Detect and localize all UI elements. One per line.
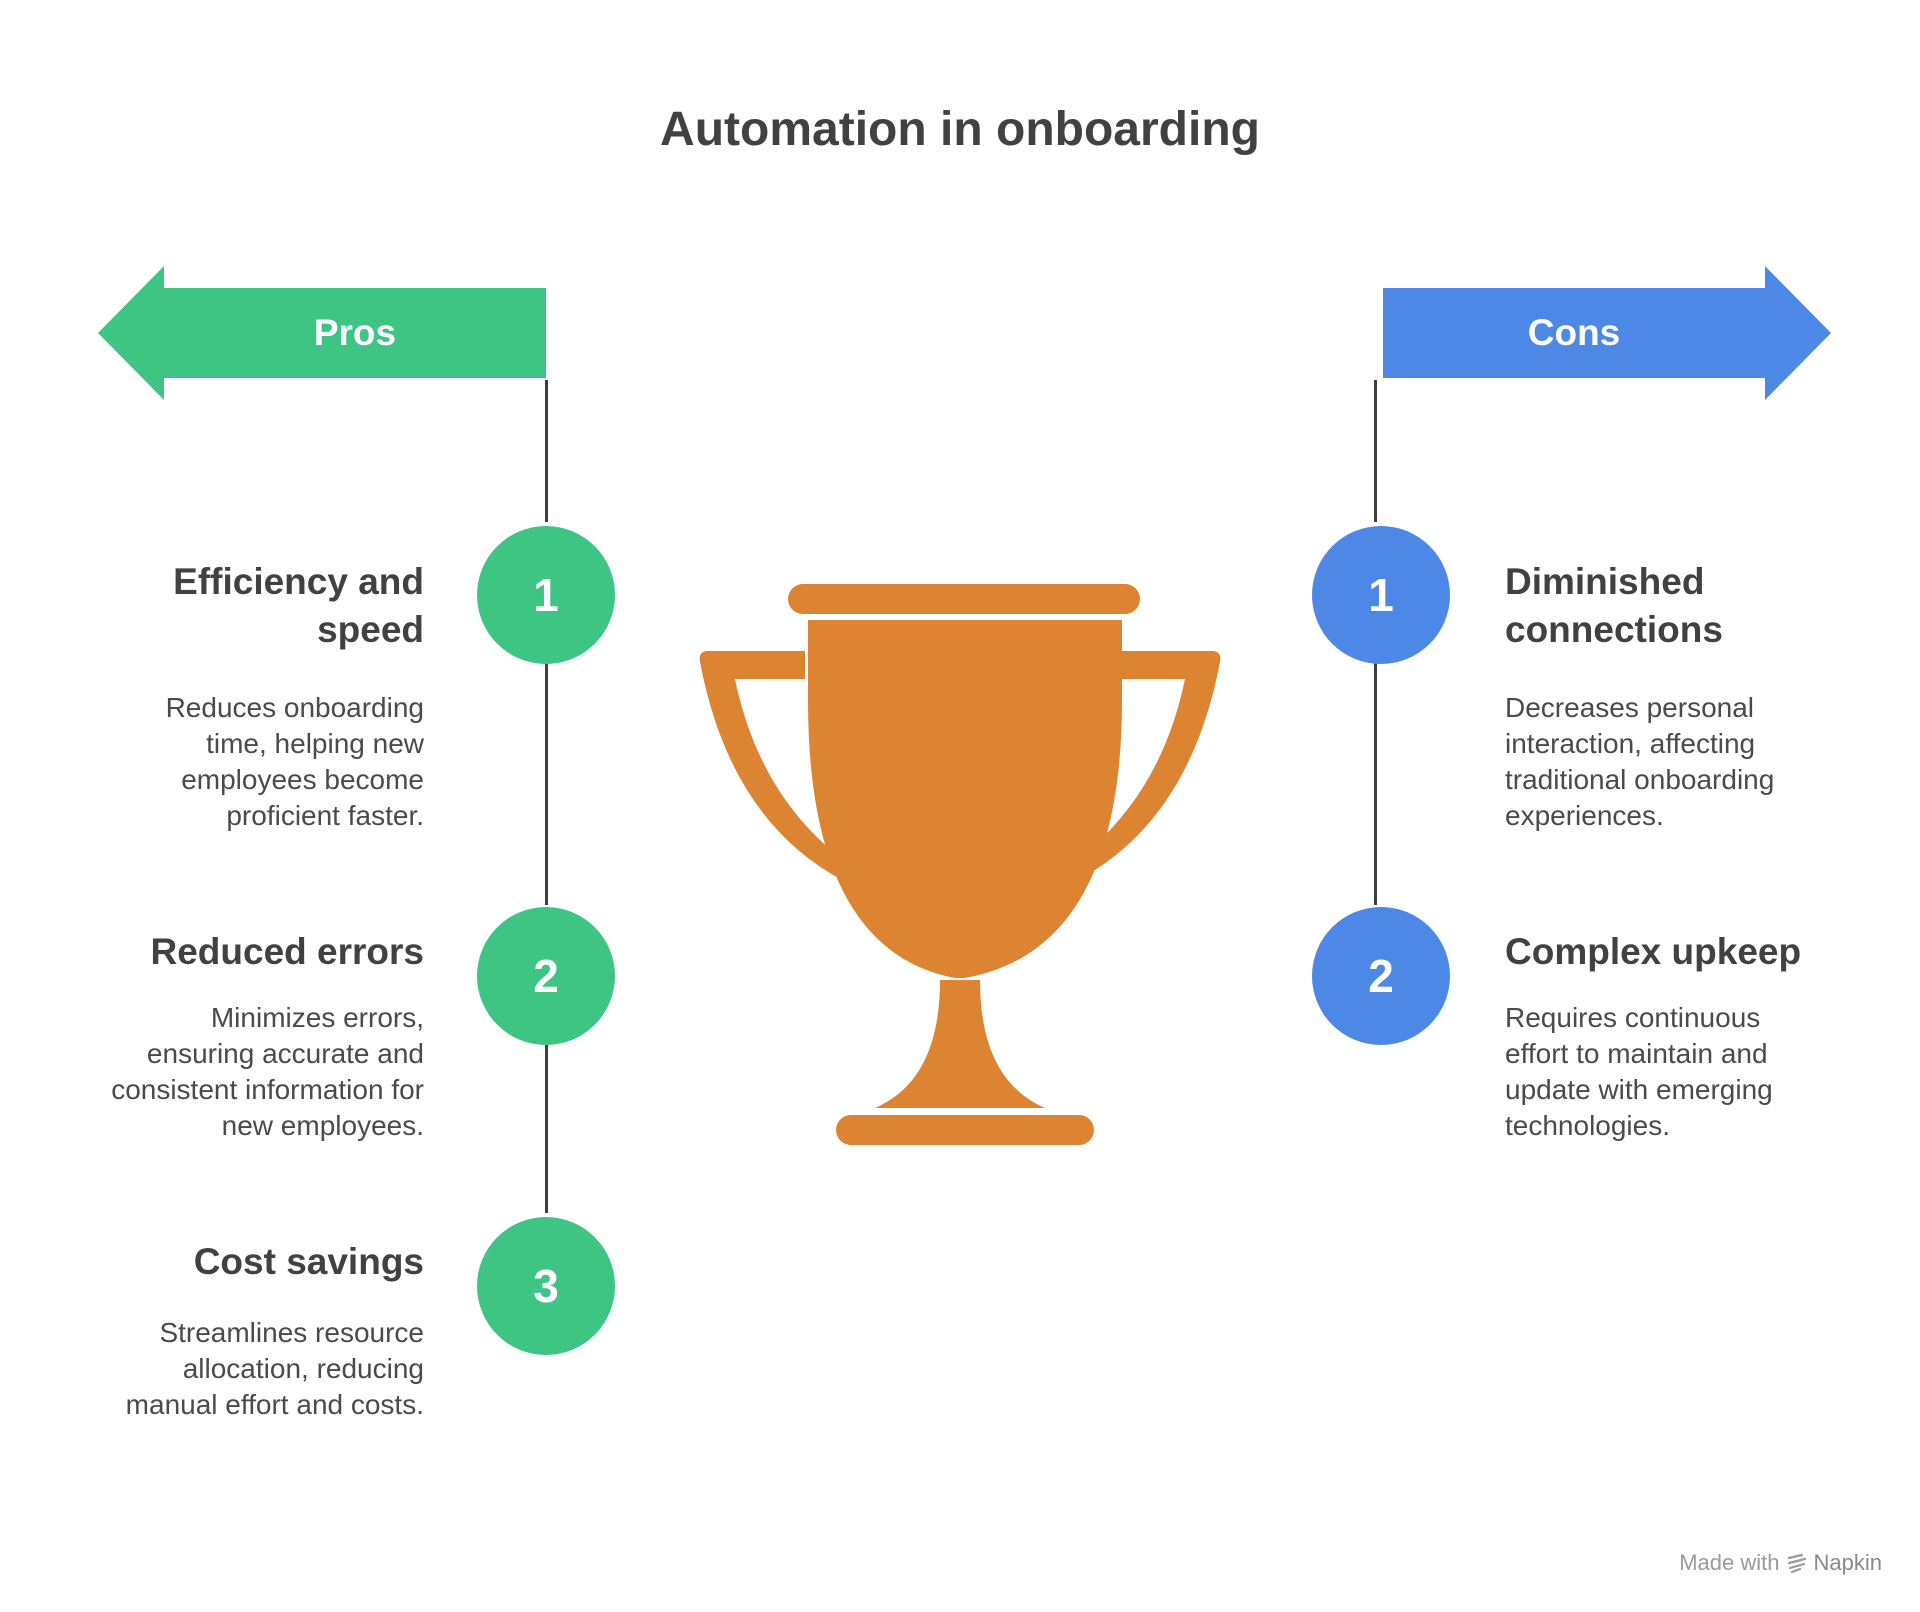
- pros-item-description: Minimizes errors, ensuring accurate and …: [111, 1002, 424, 1141]
- pros-label: Pros: [313, 312, 397, 353]
- cons-item-title: Complex upkeep: [1505, 931, 1802, 972]
- cons-connector-line: [1374, 660, 1377, 905]
- cons-item-description: Requires continuous effort to maintain a…: [1505, 1002, 1773, 1141]
- cons-connector-line: [1374, 380, 1377, 522]
- pros-item-title: Efficiency and speed: [173, 561, 424, 650]
- pros-item-description: Streamlines resource allocation, reducin…: [125, 1317, 424, 1420]
- watermark-brand: Napkin: [1813, 1550, 1882, 1575]
- pros-connector-line: [545, 1043, 548, 1213]
- pros-item-title: Cost savings: [193, 1241, 424, 1282]
- watermark-prefix: Made with: [1679, 1550, 1780, 1575]
- diagram-title: Automation in onboarding: [660, 103, 1260, 156]
- napkin-logo-icon: [1787, 1553, 1806, 1574]
- cons-badge-1: 1: [1312, 526, 1450, 664]
- pros-badge-1: 1: [477, 526, 615, 664]
- cons-label: Cons: [1527, 312, 1621, 353]
- trophy-icon: [699, 584, 1221, 1145]
- cons-badge-2: 2: [1312, 907, 1450, 1045]
- pros-connector-line: [545, 380, 548, 522]
- pros-arrow: [98, 266, 546, 400]
- pros-item-description: Reduces onboarding time, helping new emp…: [165, 692, 424, 831]
- cons-item-title: Diminished connections: [1505, 561, 1723, 650]
- cons-item-description: Decreases personal interaction, affectin…: [1505, 692, 1775, 831]
- pros-badge-2: 2: [477, 907, 615, 1045]
- pros-item-title: Reduced errors: [150, 931, 425, 972]
- cons-arrow: [1383, 266, 1831, 400]
- pros-connector-line: [545, 660, 548, 905]
- napkin-watermark: Made with Napkin: [1679, 1550, 1882, 1576]
- pros-badge-3: 3: [477, 1217, 615, 1355]
